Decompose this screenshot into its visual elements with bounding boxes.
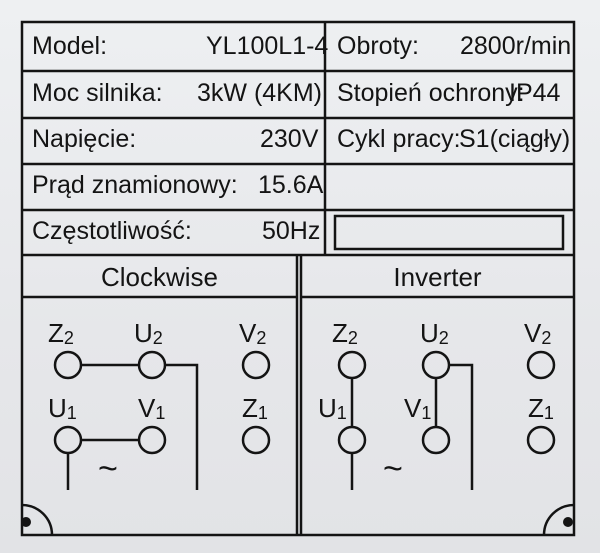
speed-value: 2800r/min	[460, 32, 572, 60]
model-label: Model:	[32, 32, 108, 60]
terminal-u1-label: U1	[48, 393, 77, 423]
terminal-z1-label: Z1	[242, 393, 268, 423]
protection-label: Stopień ochrony:	[337, 79, 525, 107]
inverter-terminal-u1-label: U1	[318, 393, 347, 423]
inverter-terminal-u2-label: U2	[420, 318, 449, 348]
frequency-label: Częstotliwość:	[32, 217, 192, 245]
terminal-u2-label: U2	[134, 318, 163, 348]
current-label: Prąd znamionowy:	[32, 171, 238, 199]
frequency-value: 50Hz	[262, 217, 321, 245]
voltage-value: 230V	[260, 125, 319, 153]
inverter-terminal-z2-label: Z2	[332, 318, 358, 348]
speed-label: Obroty:	[337, 32, 419, 60]
clockwise-wiring	[53, 350, 271, 490]
power-label: Moc silnika:	[32, 79, 163, 107]
empty-box	[333, 214, 565, 251]
mount-hole-right	[563, 517, 573, 527]
model-value: YL100L1-4	[206, 32, 329, 60]
corner-arc-left	[21, 503, 54, 536]
mount-hole-left	[21, 517, 31, 527]
inverter-title: Inverter	[393, 262, 482, 292]
inverter-terminal-v2-label: V2	[524, 318, 552, 348]
terminal-z2-label: Z2	[48, 318, 74, 348]
duty-label: Cykl pracy:	[337, 125, 461, 153]
corner-arc-right	[542, 503, 575, 536]
terminal-v1-label: V1	[138, 393, 166, 423]
protection-value: IP44	[509, 79, 561, 107]
current-value: 15.6A	[258, 171, 324, 199]
power-value: 3kW (4KM)	[197, 79, 322, 107]
inverter-wiring	[337, 350, 556, 490]
inverter-terminal-v1-label: V1	[404, 393, 432, 423]
ac-symbol-clockwise: ~	[98, 450, 118, 488]
voltage-label: Napięcie:	[32, 125, 137, 153]
ac-symbol-inverter: ~	[383, 450, 403, 488]
inverter-terminal-z1-label: Z1	[528, 393, 554, 423]
terminal-v2-label: V2	[239, 318, 267, 348]
duty-value: S1(ciągły)	[459, 125, 571, 153]
clockwise-title: Clockwise	[100, 262, 219, 292]
